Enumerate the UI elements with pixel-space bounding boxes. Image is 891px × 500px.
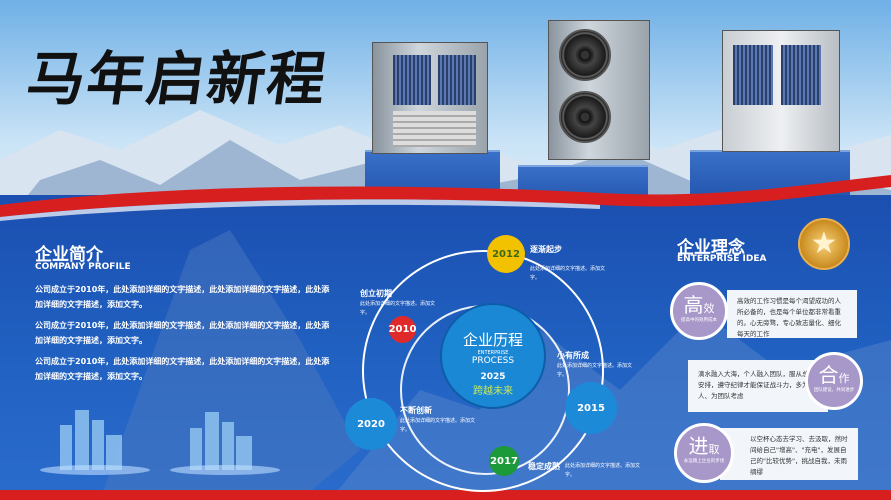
milestone-2020: 2020 xyxy=(345,398,397,450)
idea-card: 滴水融入大海，个人融入团队，服从总体安排，遵守纪律才能保证战斗力，多为别人、为团… xyxy=(688,360,828,412)
company-paragraph: 公司成立于2010年，此处添加详细的文字描述，此处添加详细的文字描述，此处添加详… xyxy=(35,357,330,381)
milestone-title: 小有所成 xyxy=(557,351,589,360)
fan-icon xyxy=(559,29,611,81)
headline: 马年启新程 xyxy=(22,45,333,113)
milestone-2015: 2015 xyxy=(565,382,617,434)
company-paragraph: 公司成立于2010年，此处添加详细的文字描述，此处添加详细的文字描述，此处添加详… xyxy=(35,321,330,345)
bottom-red-bar xyxy=(0,490,891,500)
process-title: 企业历程 xyxy=(462,331,523,349)
idea-subtitle: ENTERPRISE IDEA xyxy=(677,254,767,264)
fan-icon xyxy=(559,91,611,143)
milestone-desc: 此处添加详细的文字描述。添加文字。 xyxy=(360,301,436,316)
badge-char: 合 xyxy=(818,363,839,387)
process-center: 企业历程 ENTERPRISE PROCESS 2025 跨越未来 xyxy=(440,303,546,409)
milestone-2010: 2010 xyxy=(389,316,416,343)
process-sub1: ENTERPRISE xyxy=(477,350,509,356)
medal-icon: ★ xyxy=(798,218,850,270)
company-title: 企业简介 xyxy=(35,245,103,265)
milestone-desc: 此处添加详细的文字描述。添加文字。 xyxy=(557,363,633,378)
milestone-title: 逐渐起步 xyxy=(530,245,562,254)
idea-title: 企业理念 xyxy=(677,238,745,258)
badge-char: 进 xyxy=(688,434,709,458)
milestone-desc: 此处添加详细的文字描述。添加文字。 xyxy=(565,463,641,478)
milestone-title: 创立初期 xyxy=(360,289,392,298)
milestone-title: 不断创新 xyxy=(400,406,432,415)
process-sub2: PROCESS xyxy=(471,356,515,366)
process-year: 2025 xyxy=(480,372,506,382)
company-subtitle: COMPANY PROFILE xyxy=(35,262,131,272)
outer-ring xyxy=(362,250,604,492)
milestone-title: 稳定成熟 xyxy=(528,462,560,471)
badge-tag: 提高中的效用成本 xyxy=(681,318,717,323)
idea-badge-cooperation: 合作 团队建设，共同进步 xyxy=(805,352,863,410)
milestone-2017: 2017 xyxy=(489,446,519,476)
idea-badge-enterprising: 进取 永远踏上企业的步伐 xyxy=(674,423,734,483)
process-slogan: 跨越未来 xyxy=(473,386,513,397)
milestone-2012: 2012 xyxy=(487,235,525,273)
heat-pump-unit-2 xyxy=(548,20,650,160)
badge-char: 取 xyxy=(708,443,720,456)
idea-badge-efficiency: 高效 提高中的效用成本 xyxy=(670,282,728,340)
city-buildings xyxy=(40,410,280,475)
badge-char: 作 xyxy=(838,372,850,385)
badge-char: 效 xyxy=(703,302,715,315)
red-ribbon xyxy=(0,175,891,221)
company-paragraph: 公司成立于2010年，此处添加详细的文字描述，此处添加详细的文字描述，此处添加详… xyxy=(35,285,330,309)
milestone-desc: 此处添加详细的文字描述。添加文字。 xyxy=(530,266,606,281)
milestone-desc: 此处添加详细的文字描述。添加文字。 xyxy=(400,418,476,433)
badge-tag: 团队建设，共同进步 xyxy=(813,388,855,393)
idea-card: 以空杯心态去学习、去汲取，然时间给自己"增高"、"充电"，发展自己的"比较优势"… xyxy=(720,428,858,480)
heat-pump-unit-1 xyxy=(372,42,488,154)
badge-char: 高 xyxy=(683,293,704,317)
idea-card: 高效的工作习惯是每个渴望成功的人所必备的，也是每个单位都非常看重的。心无旁骛，专… xyxy=(727,290,857,338)
heat-pump-unit-3 xyxy=(722,30,840,152)
badge-tag: 永远踏上企业的步伐 xyxy=(683,459,725,464)
